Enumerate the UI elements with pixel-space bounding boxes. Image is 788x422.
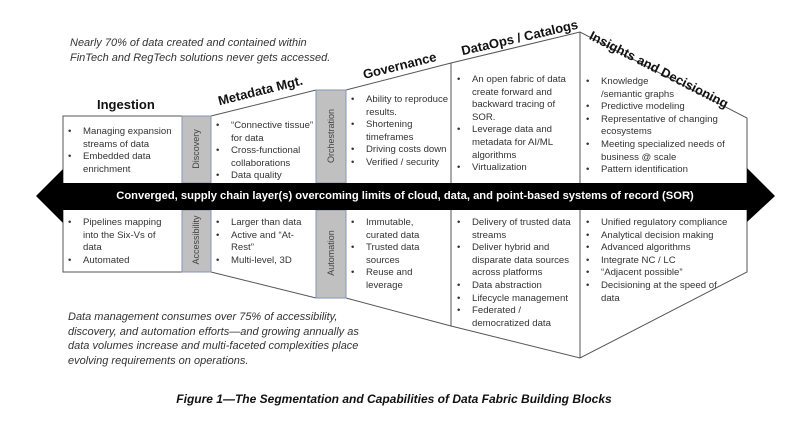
list-item: Pattern identification [584, 164, 734, 177]
top-caption-line: Nearly 70% of data created and contained… [70, 37, 307, 49]
metadata-top-list: “Connective tissue” for data Cross-funct… [214, 120, 314, 183]
figure-caption: Figure 1—The Segmentation and Capabiliti… [176, 392, 612, 406]
metadata-bottom-list: Larger than data Active and “At-Rest” Mu… [214, 217, 314, 267]
bottom-caption: Data management consumes over 75% of acc… [68, 310, 359, 368]
discovery-bar [181, 115, 212, 184]
list-item: “Connective tissue” for data [214, 120, 314, 145]
list-item: Automated [66, 255, 176, 268]
list-item: Integrate NC / LC [584, 255, 744, 268]
list-item: Virtualization [455, 162, 579, 175]
ingestion-title: Ingestion [97, 97, 155, 112]
list-item: Decisioning at the speed of data [584, 280, 721, 305]
discovery-label: Discovery [191, 129, 201, 169]
governance-top-list: Ability to reproduce results. Shortening… [349, 94, 451, 170]
governance-bottom-list: Immutable, curated data Trusted data sou… [349, 217, 439, 293]
list-item: Larger than data [214, 217, 314, 230]
top-caption-line: FinTech and RegTech solutions never gets… [70, 51, 331, 64]
bottom-caption-line: Data management consumes over 75% of acc… [68, 311, 338, 323]
bottom-caption-line: evolving requirements on operations. [68, 354, 249, 367]
bottom-caption-line: data volumes increase and multi-faceted … [68, 340, 359, 352]
bottom-caption-line: discovery, and automation efforts—and gr… [68, 325, 359, 338]
list-item: Federated / democratized data [455, 305, 557, 330]
list-item: Unified regulatory compliance [584, 217, 744, 230]
top-caption: Nearly 70% of data created and contained… [70, 36, 330, 65]
list-item: Multi-level, 3D [214, 255, 314, 268]
insights-bottom-list: Unified regulatory compliance Analytical… [584, 217, 744, 305]
list-item: Managing expansion streams of data [66, 126, 180, 151]
automation-label: Automation [326, 230, 336, 276]
list-item: Ability to reproduce results. [349, 94, 451, 119]
list-item: Data abstraction [455, 280, 579, 293]
ingestion-top-list: Managing expansion streams of data Embed… [66, 126, 180, 176]
ingestion-bottom-list: Pipelines mapping into the Six-Vs of dat… [66, 217, 176, 267]
list-item: Representative of changing ecosystems [584, 114, 734, 139]
list-item: Analytical decision making [584, 230, 744, 243]
list-item: Active and “At-Rest” [214, 230, 314, 255]
accessibility-label: Accessibility [191, 215, 201, 265]
dataops-bottom-list: Delivery of trusted data streams Deliver… [455, 217, 579, 330]
orchestration-label: Orchestration [326, 108, 336, 164]
list-item: Immutable, curated data [349, 217, 439, 242]
list-item: Advanced algorithms [584, 242, 744, 255]
list-item: Shortening timeframes [349, 119, 451, 144]
band-text: Converged, supply chain layer(s) overcom… [116, 190, 694, 202]
list-item: An open fabric of data create forward an… [455, 74, 579, 124]
list-item: Reuse and leverage [349, 267, 439, 292]
list-item: Cross-functional collaborations [214, 145, 314, 170]
dataops-top-list: An open fabric of data create forward an… [455, 74, 579, 175]
insights-top-list: Knowledge /semantic graphs Predictive mo… [584, 76, 734, 177]
list-item: Lifecycle management [455, 293, 579, 306]
list-item: Predictive modeling [584, 101, 734, 114]
list-item: Driving costs down [349, 144, 451, 157]
list-item: Knowledge /semantic graphs [584, 76, 691, 101]
list-item: Embedded data enrichment [66, 151, 180, 176]
list-item: Verified / security [349, 157, 451, 170]
double-arrow-band [36, 168, 775, 223]
list-item: Leverage data and metadata for AI/ML alg… [455, 124, 579, 162]
list-item: Data quality [214, 170, 314, 183]
list-item: Deliver hybrid and disparate data source… [455, 242, 579, 280]
list-item: Pipelines mapping into the Six-Vs of dat… [66, 217, 176, 255]
list-item: Trusted data sources [349, 242, 439, 267]
list-item: Meeting specialized needs of business @ … [584, 139, 734, 164]
list-item: “Adjacent possible” [584, 267, 744, 280]
list-item: Delivery of trusted data streams [455, 217, 579, 242]
